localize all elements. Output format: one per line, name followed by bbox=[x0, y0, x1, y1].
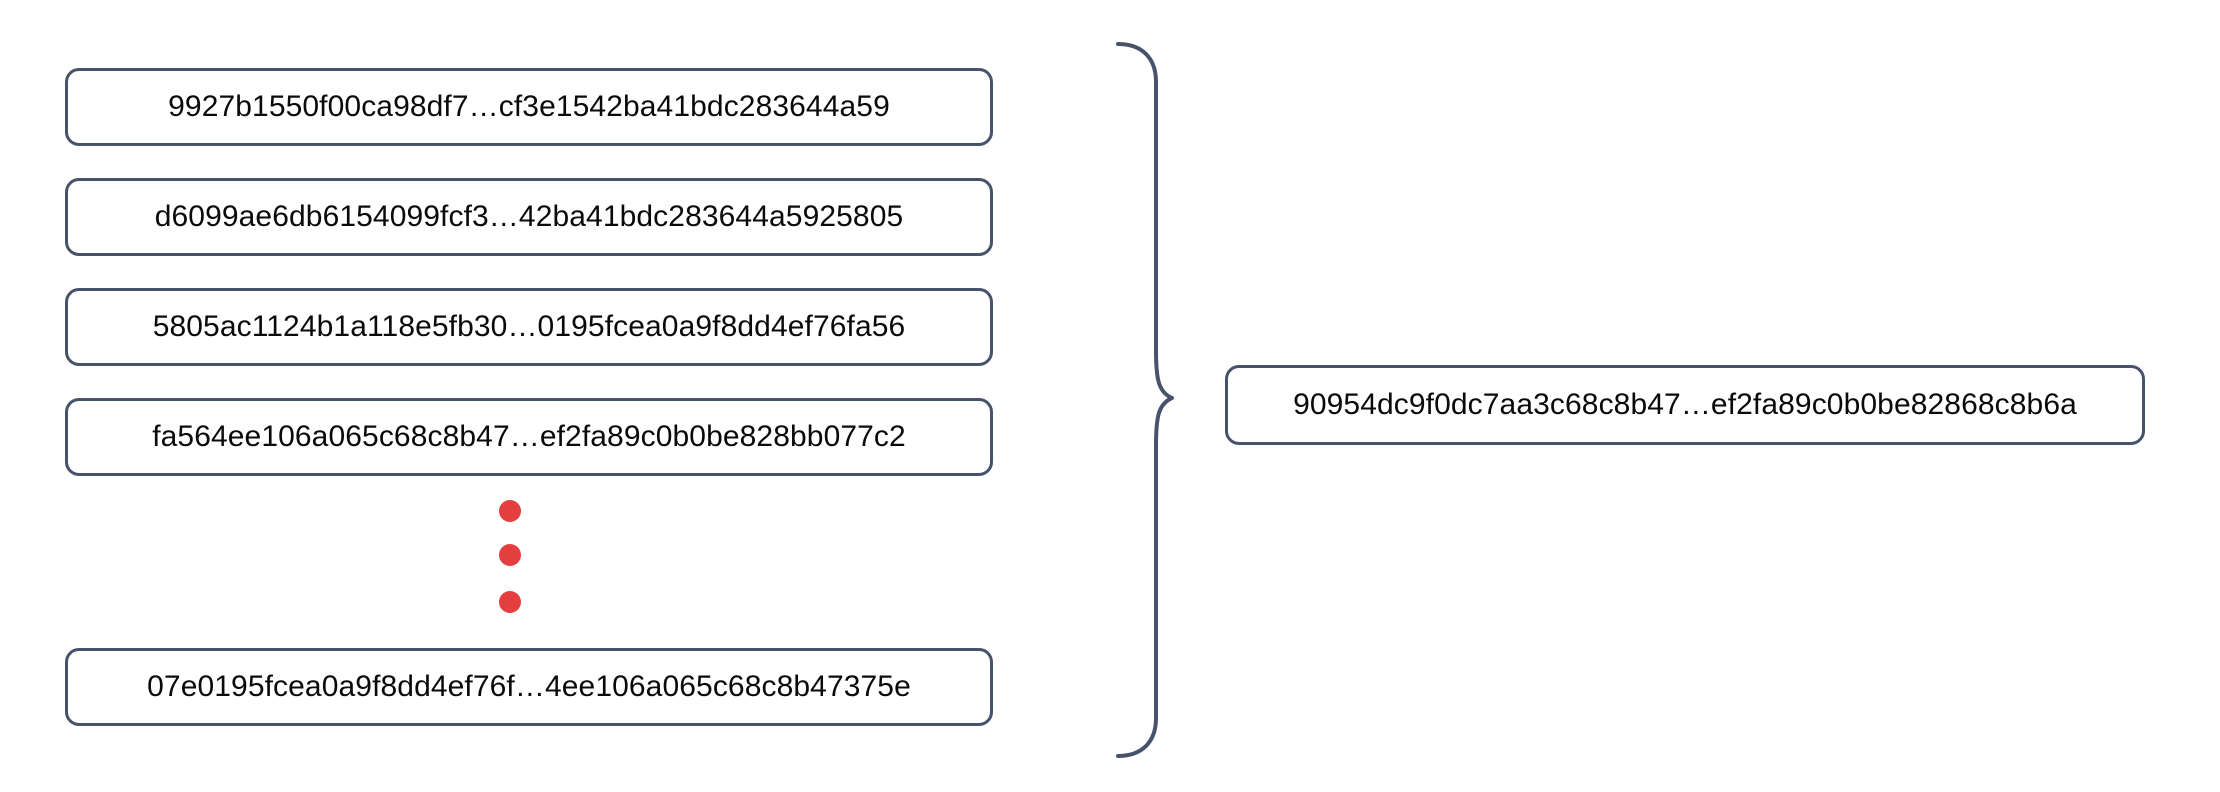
grouping-brace bbox=[1030, 20, 1190, 780]
input-hash-text-1: 9927b1550f00ca98df7…cf3e1542ba41bdc28364… bbox=[168, 90, 890, 123]
input-hash-text-2: d6099ae6db6154099fcf3…42ba41bdc283644a59… bbox=[154, 200, 904, 233]
input-hash-box-1[interactable]: 9927b1550f00ca98df7…cf3e1542ba41bdc28364… bbox=[65, 68, 993, 146]
ellipsis-dot-icon-2 bbox=[499, 544, 521, 566]
input-hash-box-4[interactable]: fa564ee106a065c68c8b47…ef2fa89c0b0be828b… bbox=[65, 398, 993, 476]
input-hash-text-4: fa564ee106a065c68c8b47…ef2fa89c0b0be828b… bbox=[152, 420, 906, 453]
vertical-ellipsis-icon bbox=[499, 500, 523, 624]
input-hash-text-5: 07e0195fcea0a9f8dd4ef76f…4ee106a065c68c8… bbox=[147, 670, 911, 703]
ellipsis-dot-icon-3 bbox=[499, 591, 521, 613]
input-hash-box-2[interactable]: d6099ae6db6154099fcf3…42ba41bdc283644a59… bbox=[65, 178, 993, 256]
ellipsis-dot-icon-1 bbox=[499, 500, 521, 522]
output-hash-box[interactable]: 90954dc9f0dc7aa3c68c8b47…ef2fa89c0b0be82… bbox=[1225, 365, 2145, 445]
input-hash-text-3: 5805ac1124b1a118e5fb30…0195fcea0a9f8dd4e… bbox=[152, 310, 906, 343]
output-hash-text: 90954dc9f0dc7aa3c68c8b47…ef2fa89c0b0be82… bbox=[1293, 388, 2077, 421]
input-hash-box-3[interactable]: 5805ac1124b1a118e5fb30…0195fcea0a9f8dd4e… bbox=[65, 288, 993, 366]
input-hash-box-5[interactable]: 07e0195fcea0a9f8dd4ef76f…4ee106a065c68c8… bbox=[65, 648, 993, 726]
grouping-brace-icon bbox=[1116, 42, 1174, 758]
